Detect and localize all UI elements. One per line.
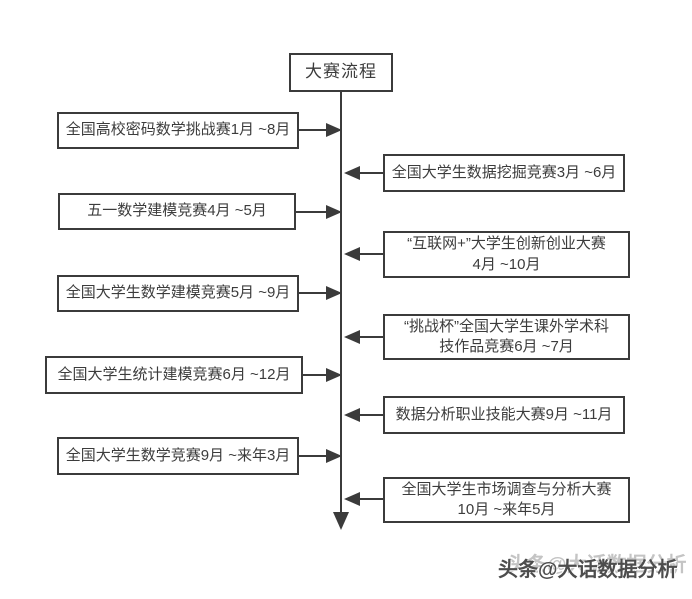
connector-left-4 bbox=[303, 374, 326, 376]
arrow-left-icon bbox=[344, 166, 360, 180]
arrow-right-icon bbox=[326, 449, 342, 463]
flow-node-left-2-label: 五一数学建模竞赛4月 ~5月 bbox=[87, 202, 267, 220]
flow-node-right-2: “互联网+”大学生创新创业大赛 4月 ~10月 bbox=[383, 231, 630, 278]
flow-node-right-3-label-line2: 技作品竞赛6月 ~7月 bbox=[439, 338, 574, 355]
flow-node-left-5: 全国大学生数学竞赛9月 ~来年3月 bbox=[57, 437, 299, 475]
flow-node-right-2-label-line1: “互联网+”大学生创新创业大赛 bbox=[407, 235, 606, 253]
flow-node-left-5-label: 全国大学生数学竞赛9月 ~来年3月 bbox=[65, 446, 291, 464]
flow-node-right-5: 全国大学生市场调查与分析大赛 10月 ~来年5月 bbox=[383, 477, 630, 523]
watermark-text: 头条@大话数据分析 bbox=[498, 559, 678, 581]
watermark: 头条@大话数据分析 头条@大话数据分析 bbox=[498, 553, 692, 587]
timeline-line bbox=[340, 92, 342, 513]
flow-node-right-4-label: 数据分析职业技能大赛9月 ~11月 bbox=[395, 405, 613, 423]
flow-node-left-3: 全国大学生数学建模竞赛5月 ~9月 bbox=[57, 275, 299, 312]
arrow-down-icon bbox=[333, 512, 349, 530]
connector-right-4 bbox=[360, 414, 383, 416]
flow-node-title: 大赛流程 bbox=[289, 53, 393, 92]
connector-right-3 bbox=[360, 336, 383, 338]
flow-node-title-label: 大赛流程 bbox=[305, 62, 377, 82]
flow-node-right-3-label-line1: “挑战杯”全国大学生课外学术科 bbox=[404, 317, 609, 335]
flow-node-right-1: 全国大学生数据挖掘竞赛3月 ~6月 bbox=[383, 154, 625, 192]
flow-node-left-4: 全国大学生统计建模竞赛6月 ~12月 bbox=[45, 356, 303, 394]
connector-left-5 bbox=[299, 455, 326, 457]
flow-node-left-3-label: 全国大学生数学建模竞赛5月 ~9月 bbox=[65, 284, 291, 302]
flow-node-right-1-label: 全国大学生数据挖掘竞赛3月 ~6月 bbox=[391, 163, 617, 181]
connector-left-2 bbox=[296, 211, 326, 213]
arrow-right-icon bbox=[326, 286, 342, 300]
connector-right-2 bbox=[360, 253, 383, 255]
arrow-right-icon bbox=[326, 368, 342, 382]
connector-left-3 bbox=[299, 292, 326, 294]
flow-node-left-4-label: 全国大学生统计建模竞赛6月 ~12月 bbox=[57, 365, 291, 383]
watermark-shadow-text: 头条@大话数据分析 bbox=[507, 554, 687, 576]
flow-node-right-5-label-line1: 全国大学生市场调查与分析大赛 bbox=[401, 480, 612, 498]
flow-node-right-4: 数据分析职业技能大赛9月 ~11月 bbox=[383, 396, 625, 434]
arrow-right-icon bbox=[326, 205, 342, 219]
flow-node-left-2: 五一数学建模竞赛4月 ~5月 bbox=[58, 193, 296, 230]
connector-left-1 bbox=[299, 129, 326, 131]
flow-node-right-3: “挑战杯”全国大学生课外学术科 技作品竞赛6月 ~7月 bbox=[383, 314, 630, 360]
arrow-left-icon bbox=[344, 330, 360, 344]
flow-node-left-1: 全国高校密码数学挑战赛1月 ~8月 bbox=[57, 112, 299, 149]
connector-right-1 bbox=[360, 172, 383, 174]
flow-node-left-1-label: 全国高校密码数学挑战赛1月 ~8月 bbox=[65, 121, 291, 139]
flow-node-right-2-label-line2: 4月 ~10月 bbox=[472, 255, 541, 273]
arrow-left-icon bbox=[344, 247, 360, 261]
arrow-left-icon bbox=[344, 492, 360, 506]
flow-node-right-5-label-line2: 10月 ~来年5月 bbox=[457, 501, 556, 518]
connector-right-5 bbox=[360, 498, 383, 500]
arrow-right-icon bbox=[326, 123, 342, 137]
arrow-left-icon bbox=[344, 408, 360, 422]
